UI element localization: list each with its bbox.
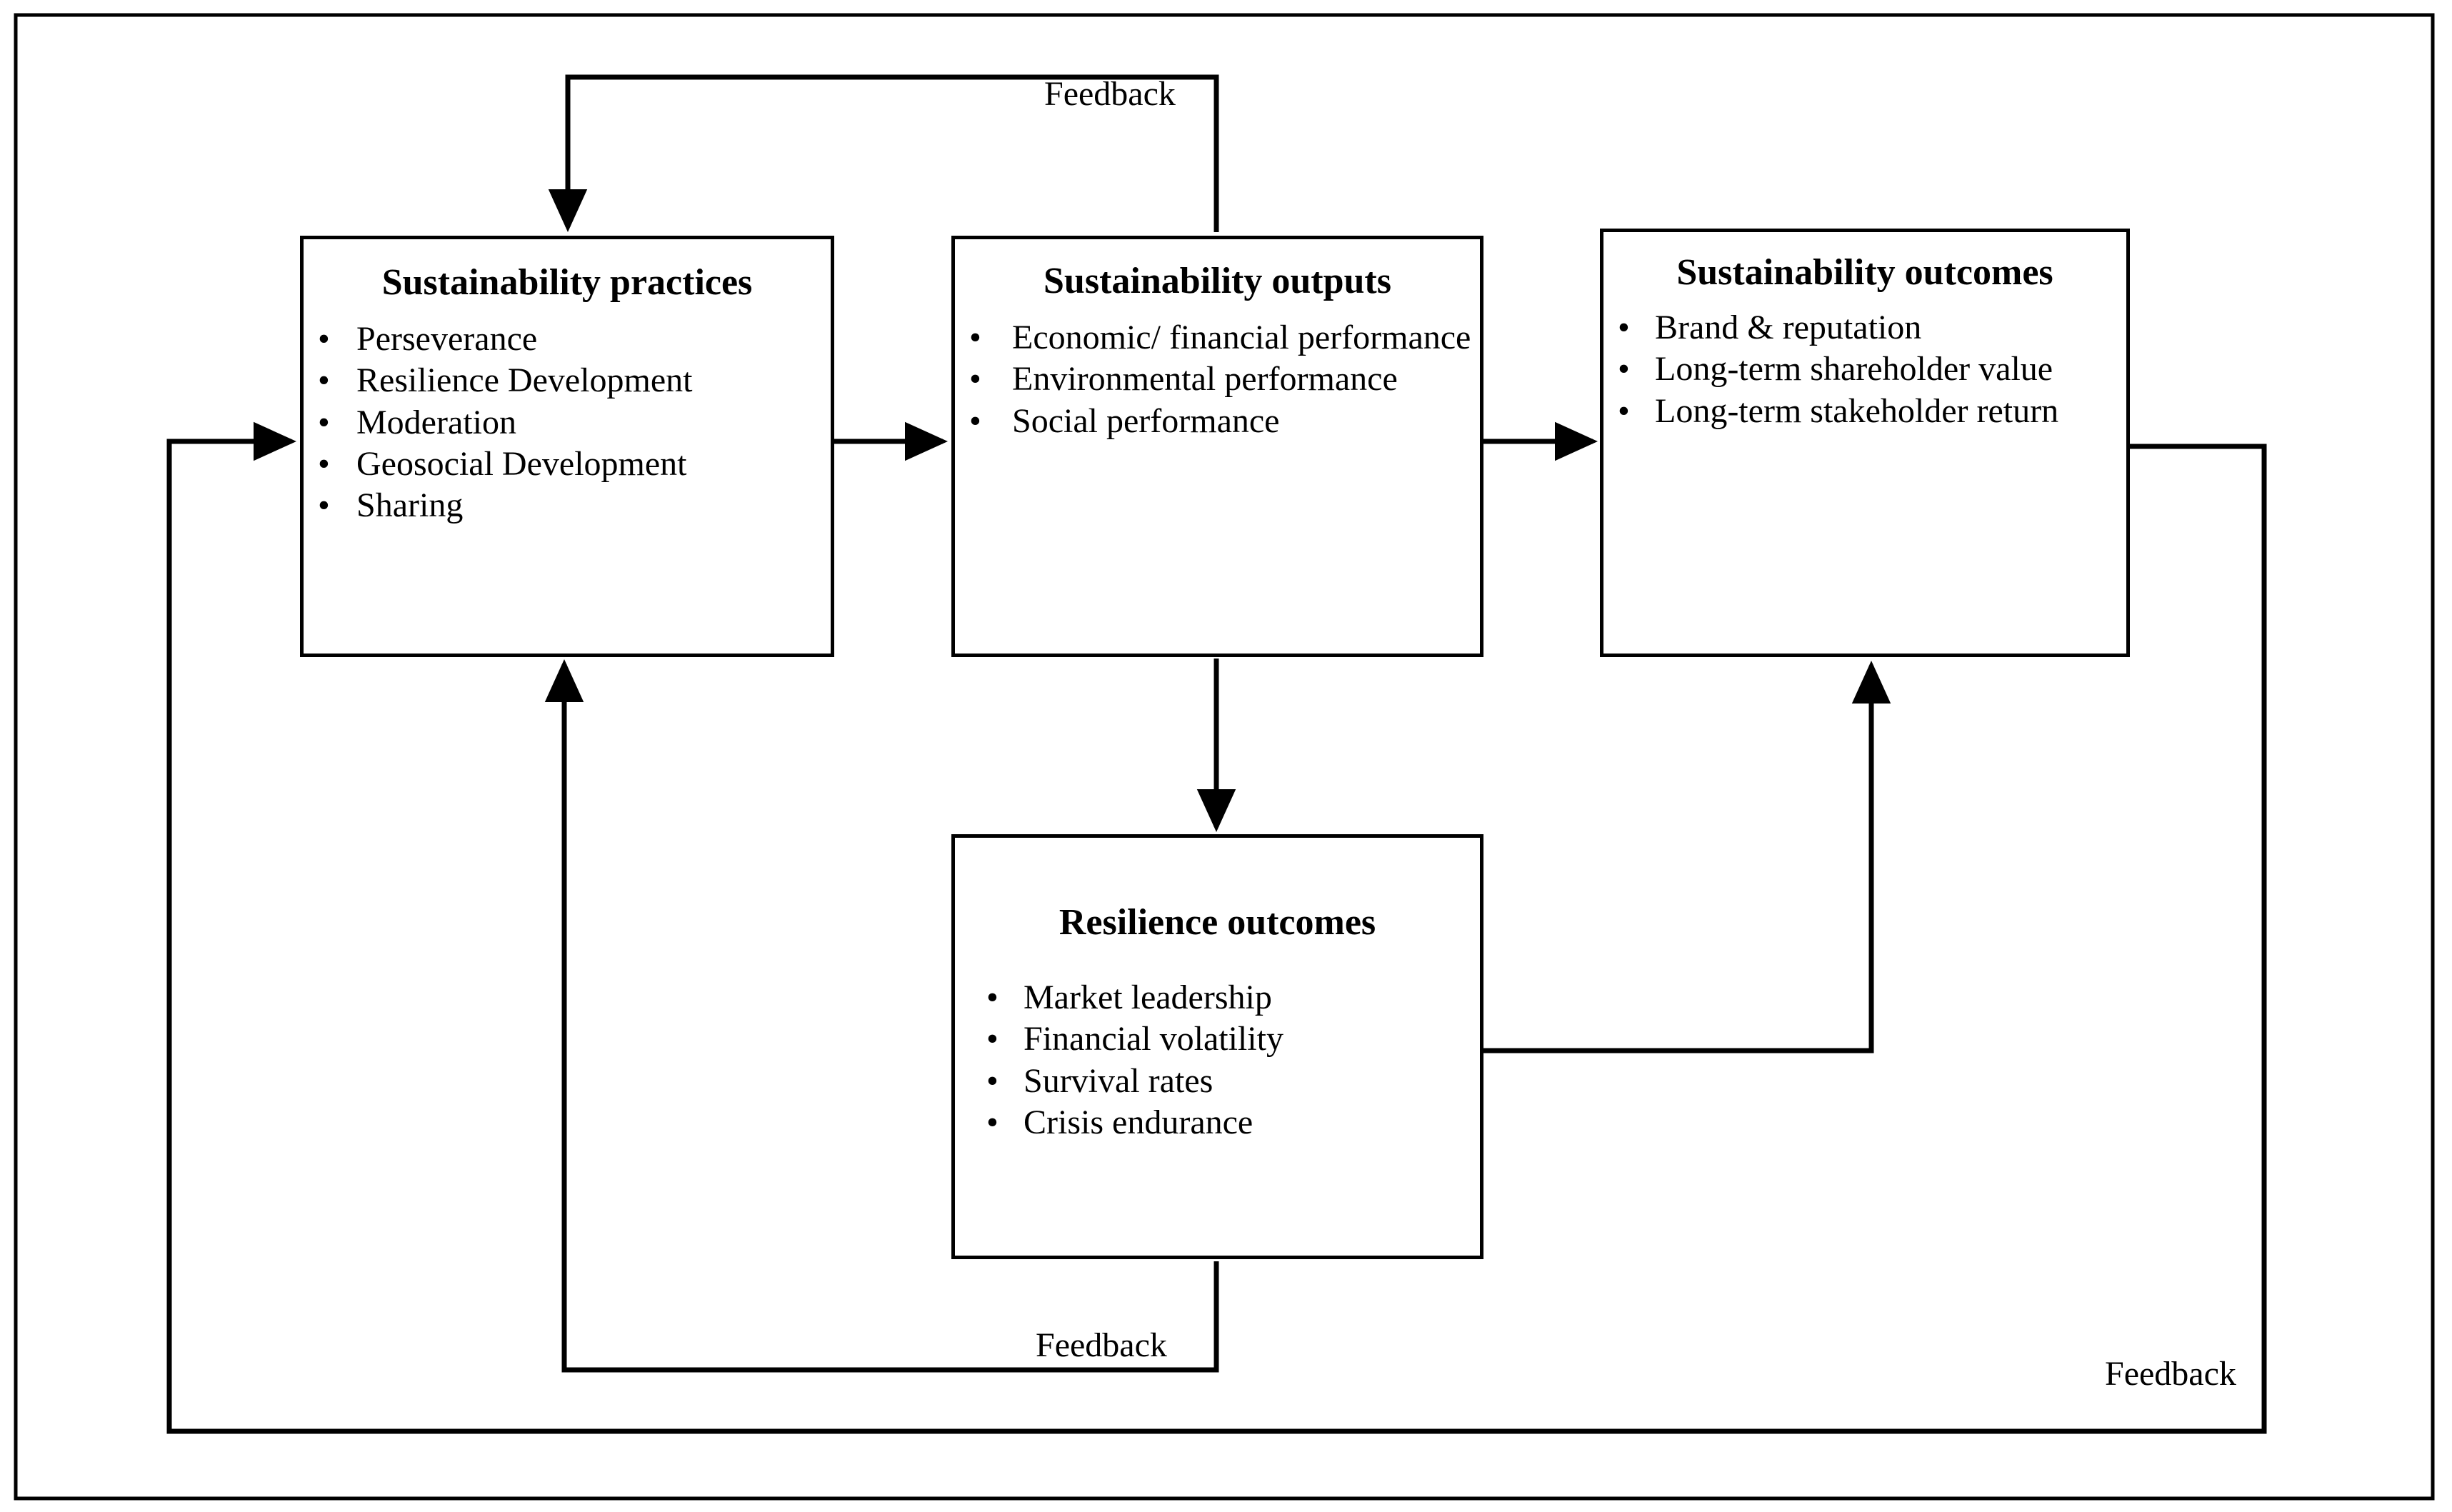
node-sustainability-outcomes[interactable]: Sustainability outcomes • Brand & reputat… [1600,229,2130,657]
bullet-icon: • [986,1103,999,1141]
edge-label-feedback-bottom-middle: Feedback [1036,1326,1167,1364]
list-item: • Survival rates [955,1061,1480,1101]
list-item-label: Long-term stakeholder return [1655,391,2059,430]
node-title-practices: Sustainability practices [381,262,753,303]
list-item-label: Environmental performance [1012,360,1398,399]
list-item-label: Brand & reputation [1655,309,1922,347]
edge-label-feedback-top: Feedback [1044,75,1176,113]
list-item-label: Geosocial Development [356,444,687,483]
edge-feedback-bottom-middle [544,659,1219,1373]
list-item: • Resilience Development [304,361,831,401]
list-item-label: Sharing [356,486,464,524]
node-title-resilience: Resilience outcomes [1059,902,1376,943]
bullet-icon: • [318,444,330,483]
list-item: • Environmental performance [955,359,1480,399]
node-items-outcomes: • Brand & reputation • Long-term sharehold… [1603,308,2126,431]
list-item: • Long-term shareholder value [1603,349,2126,389]
bullet-icon: • [969,401,981,440]
list-item-label: Moderation [356,403,516,441]
bullet-icon: • [986,1020,999,1058]
list-item: • Economic/ financial performance [955,318,1480,358]
list-item-label: Economic/ financial performance [1012,319,1471,357]
edge-feedback-top [548,74,1219,233]
list-item: • Moderation [304,403,831,443]
list-item-label: Financial volatility [1024,1020,1283,1058]
list-item: • Financial volatility [955,1019,1480,1059]
list-item: • Brand & reputation [1603,308,2126,348]
edge-label-feedback-bottom-right: Feedback [2105,1355,2236,1393]
bullet-icon: • [1618,391,1630,430]
list-item: • Social performance [955,401,1480,441]
edge-feedback-bottom-right [166,421,2267,1434]
node-items-resilience: • Market leadership • Financial volatility… [955,978,1480,1143]
list-item: • Long-term stakeholder return [1603,391,2126,431]
list-item-label: Survival rates [1024,1061,1214,1100]
list-item: • Sharing [304,486,831,526]
list-item-label: Perseverance [356,320,538,359]
node-items-practices: • Perseverance • Resilience Development • M… [304,319,831,526]
bullet-icon: • [969,319,981,357]
list-item-label: Long-term shareholder value [1655,350,2053,389]
bullet-icon: • [986,1061,999,1100]
node-items-outputs: • Economic/ financial performance • Enviro… [955,318,1480,441]
bullet-icon: • [1618,350,1630,389]
edge-resilience-to-outcomes [1483,660,1891,1053]
list-item: • Perseverance [304,319,831,359]
list-item: • Geosocial Development [304,444,831,484]
bullet-icon: • [318,486,330,524]
list-item: • Market leadership [955,978,1480,1018]
node-sustainability-outputs[interactable]: Sustainability outputs • Economic/ financ… [951,236,1483,657]
list-item-label: Market leadership [1024,978,1272,1017]
list-item-label: Resilience Development [356,361,693,400]
bullet-icon: • [318,403,330,441]
list-item: • Crisis endurance [955,1103,1480,1143]
node-resilience-outcomes[interactable]: Resilience outcomes • Market leadership •… [951,834,1483,1259]
bullet-icon: • [318,361,330,400]
list-item-label: Social performance [1012,401,1280,440]
bullet-icon: • [318,320,330,359]
bullet-icon: • [969,360,981,399]
bullet-icon: • [1618,309,1630,347]
node-sustainability-practices[interactable]: Sustainability practices • Perseverance •… [300,236,834,657]
node-title-outcomes: Sustainability outcomes [1676,252,2053,293]
outer-frame [14,13,2435,1501]
bullet-icon: • [986,978,999,1017]
list-item-label: Crisis endurance [1024,1103,1253,1141]
node-title-outputs: Sustainability outputs [1044,261,1391,301]
